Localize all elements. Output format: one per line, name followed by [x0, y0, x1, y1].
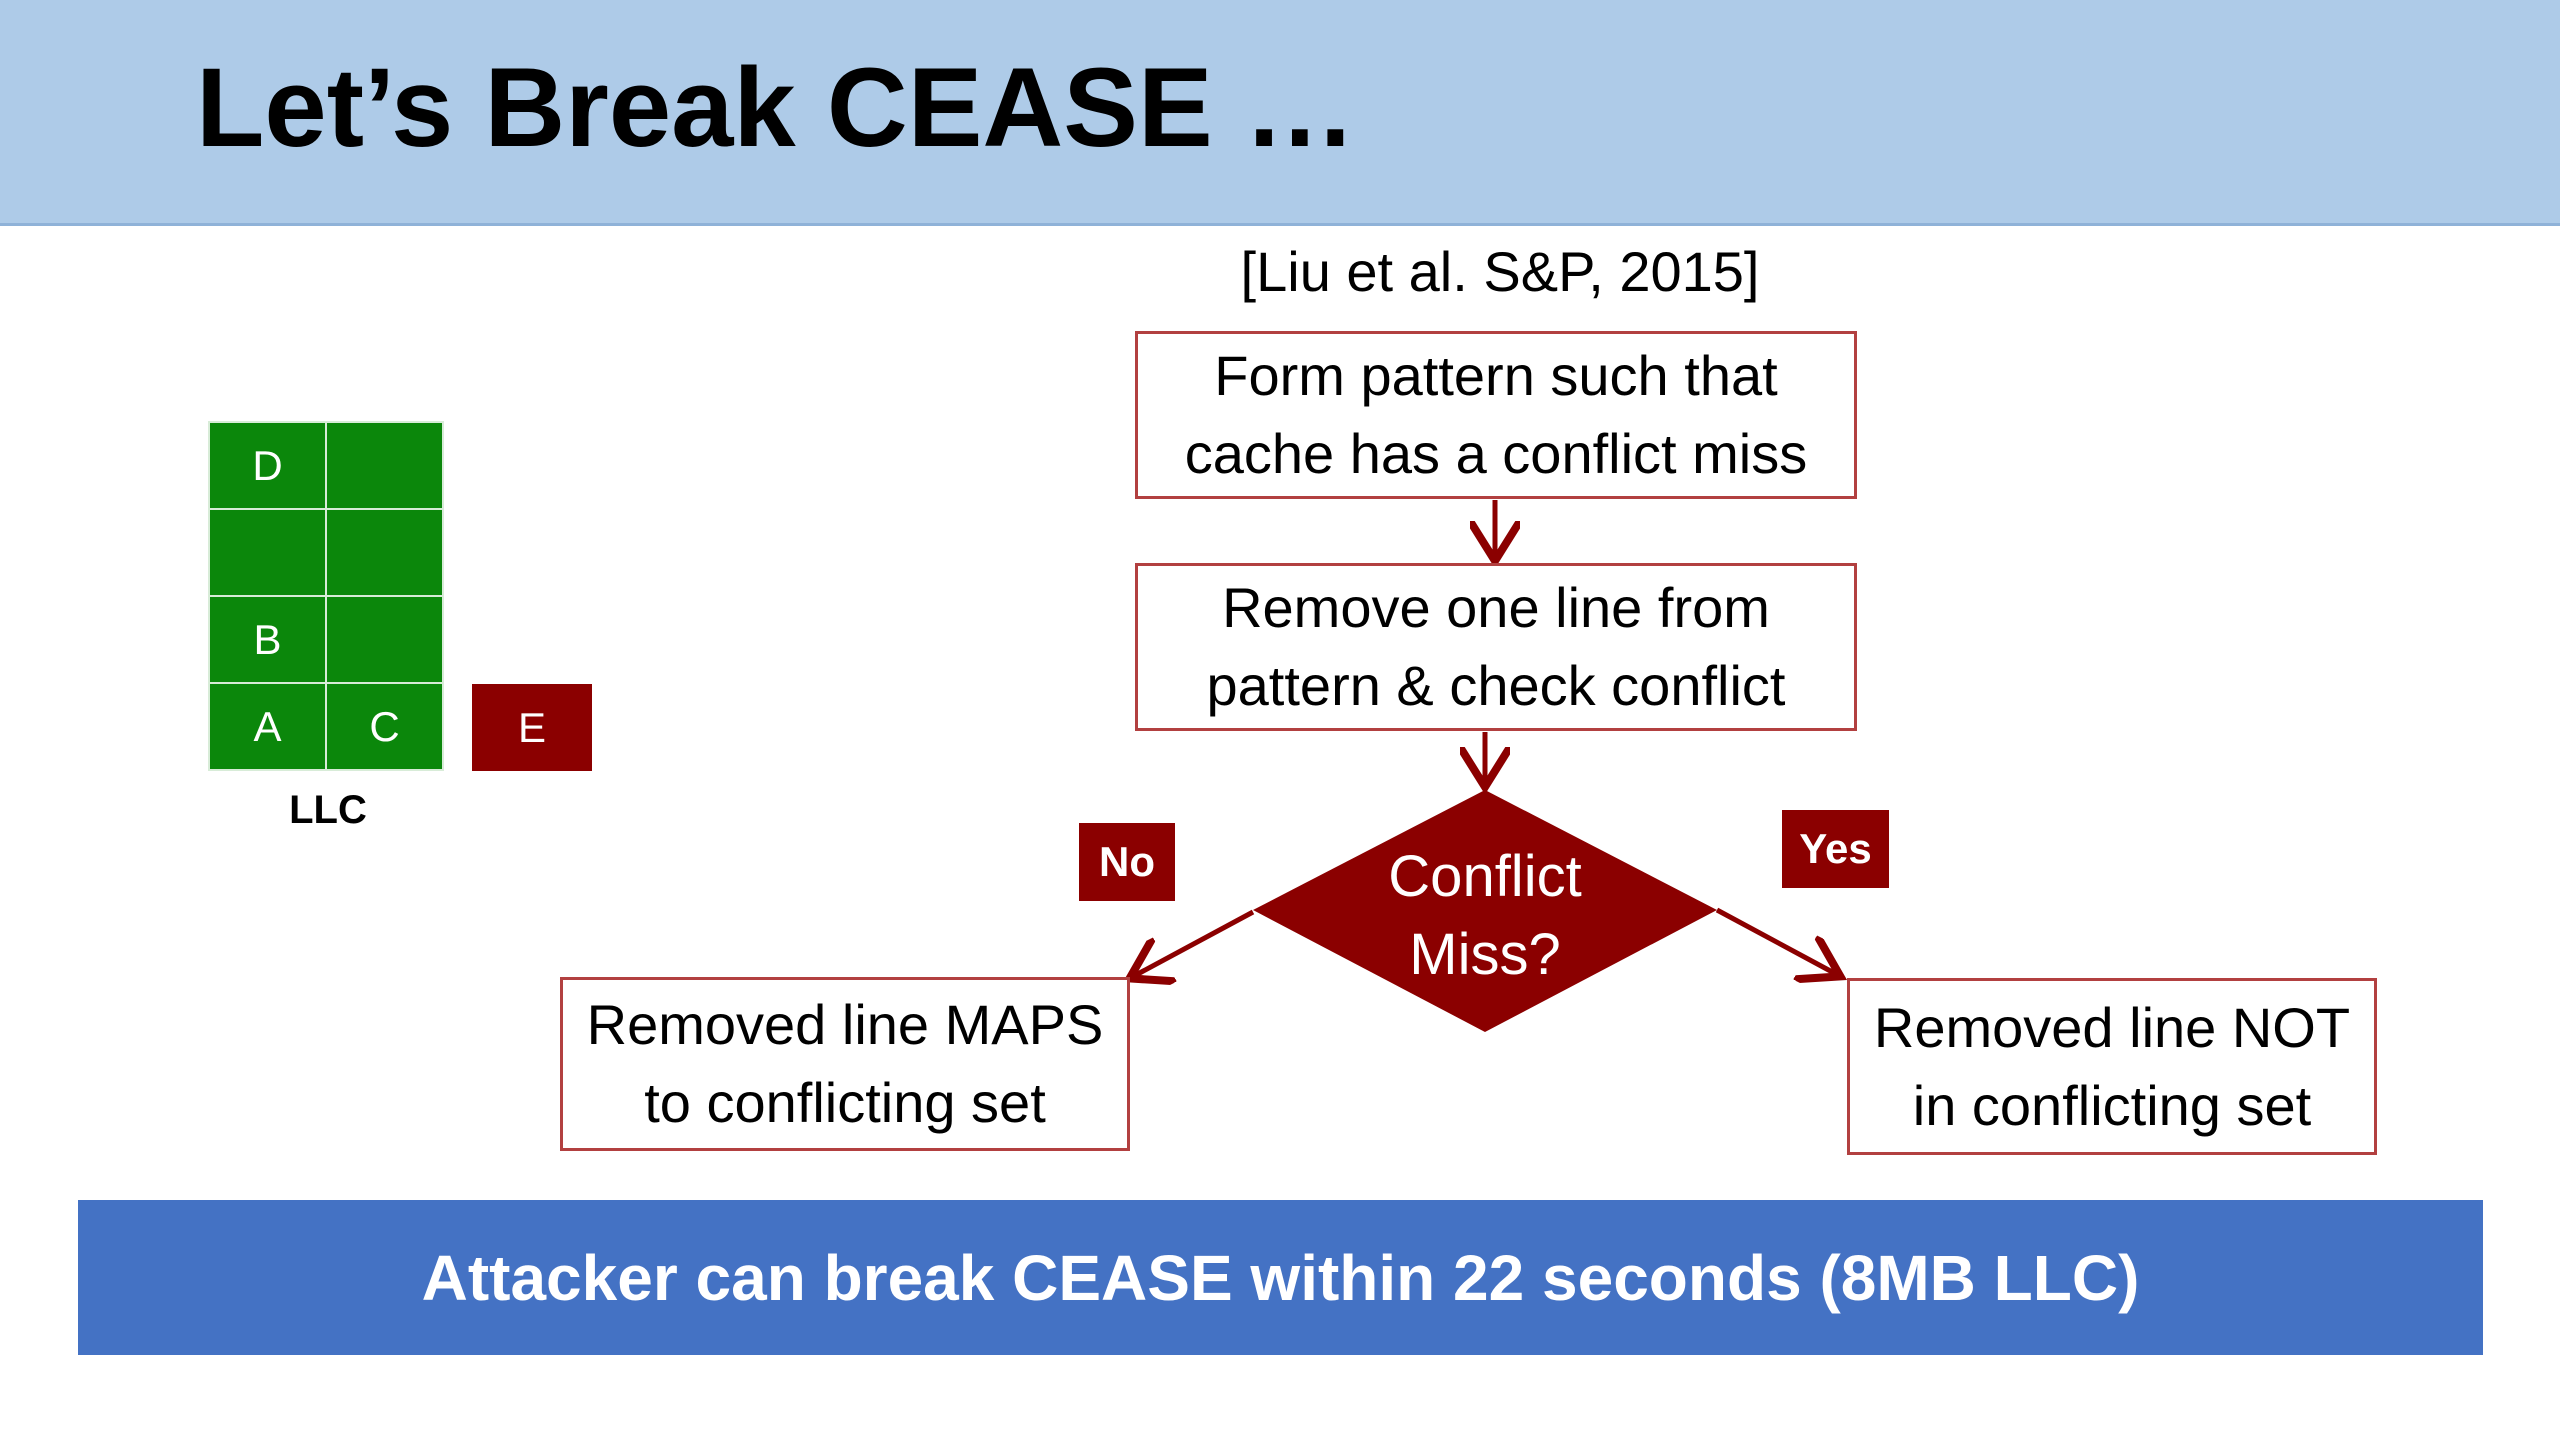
- yes-tag: Yes: [1782, 810, 1889, 888]
- decision-diamond: [1253, 790, 1717, 1032]
- decision-label: Conflict Miss?: [1345, 838, 1625, 994]
- step-remove-line: Remove one line from pattern & check conf…: [1135, 563, 1857, 731]
- conclusion-band: Attacker can break CEASE within 22 secon…: [78, 1200, 2483, 1355]
- llc-cell: B: [208, 595, 327, 684]
- llc-cell: [325, 421, 444, 510]
- result-not-line2: in conflicting set: [1912, 1073, 2312, 1137]
- citation: [Liu et al. S&P, 2015]: [1240, 240, 1760, 303]
- title-band: [0, 0, 2560, 226]
- llc-cell: C: [325, 682, 444, 771]
- conclusion-text: Attacker can break CEASE within 22 secon…: [421, 1241, 2140, 1314]
- llc-cell: D: [208, 421, 327, 510]
- arrow-yes-branch: [1715, 907, 1836, 974]
- decision-label-line1: Conflict: [1388, 844, 1582, 909]
- arrow-no-branch: [1134, 909, 1255, 976]
- llc-label: LLC: [289, 788, 367, 832]
- step-form-pattern-line2: cache has a conflict miss: [1184, 422, 1808, 485]
- llc-cell: A: [208, 682, 327, 771]
- step-remove-line-line2: pattern & check conflict: [1206, 654, 1786, 717]
- llc-cell: [325, 508, 444, 597]
- result-not-line1: Removed line NOT: [1873, 995, 2351, 1059]
- result-maps-line1: Removed line MAPS: [586, 993, 1104, 1056]
- llc-cell: [208, 508, 327, 597]
- result-maps-conflicting: Removed line MAPS to conflicting set: [560, 977, 1130, 1151]
- result-not-conflicting: Removed line NOT in conflicting set: [1847, 978, 2377, 1155]
- step-form-pattern: Form pattern such that cache has a confli…: [1135, 331, 1857, 499]
- evicting-line: E: [472, 684, 592, 771]
- decision-label-line2: Miss?: [1409, 922, 1561, 987]
- llc-cell: [325, 595, 444, 684]
- no-tag: No: [1079, 823, 1175, 901]
- result-maps-line2: to conflicting set: [644, 1071, 1046, 1134]
- step-form-pattern-line1: Form pattern such that: [1214, 344, 1778, 407]
- step-remove-line-line1: Remove one line from: [1222, 576, 1770, 639]
- slide-title: Let’s Break CEASE …: [196, 45, 1356, 170]
